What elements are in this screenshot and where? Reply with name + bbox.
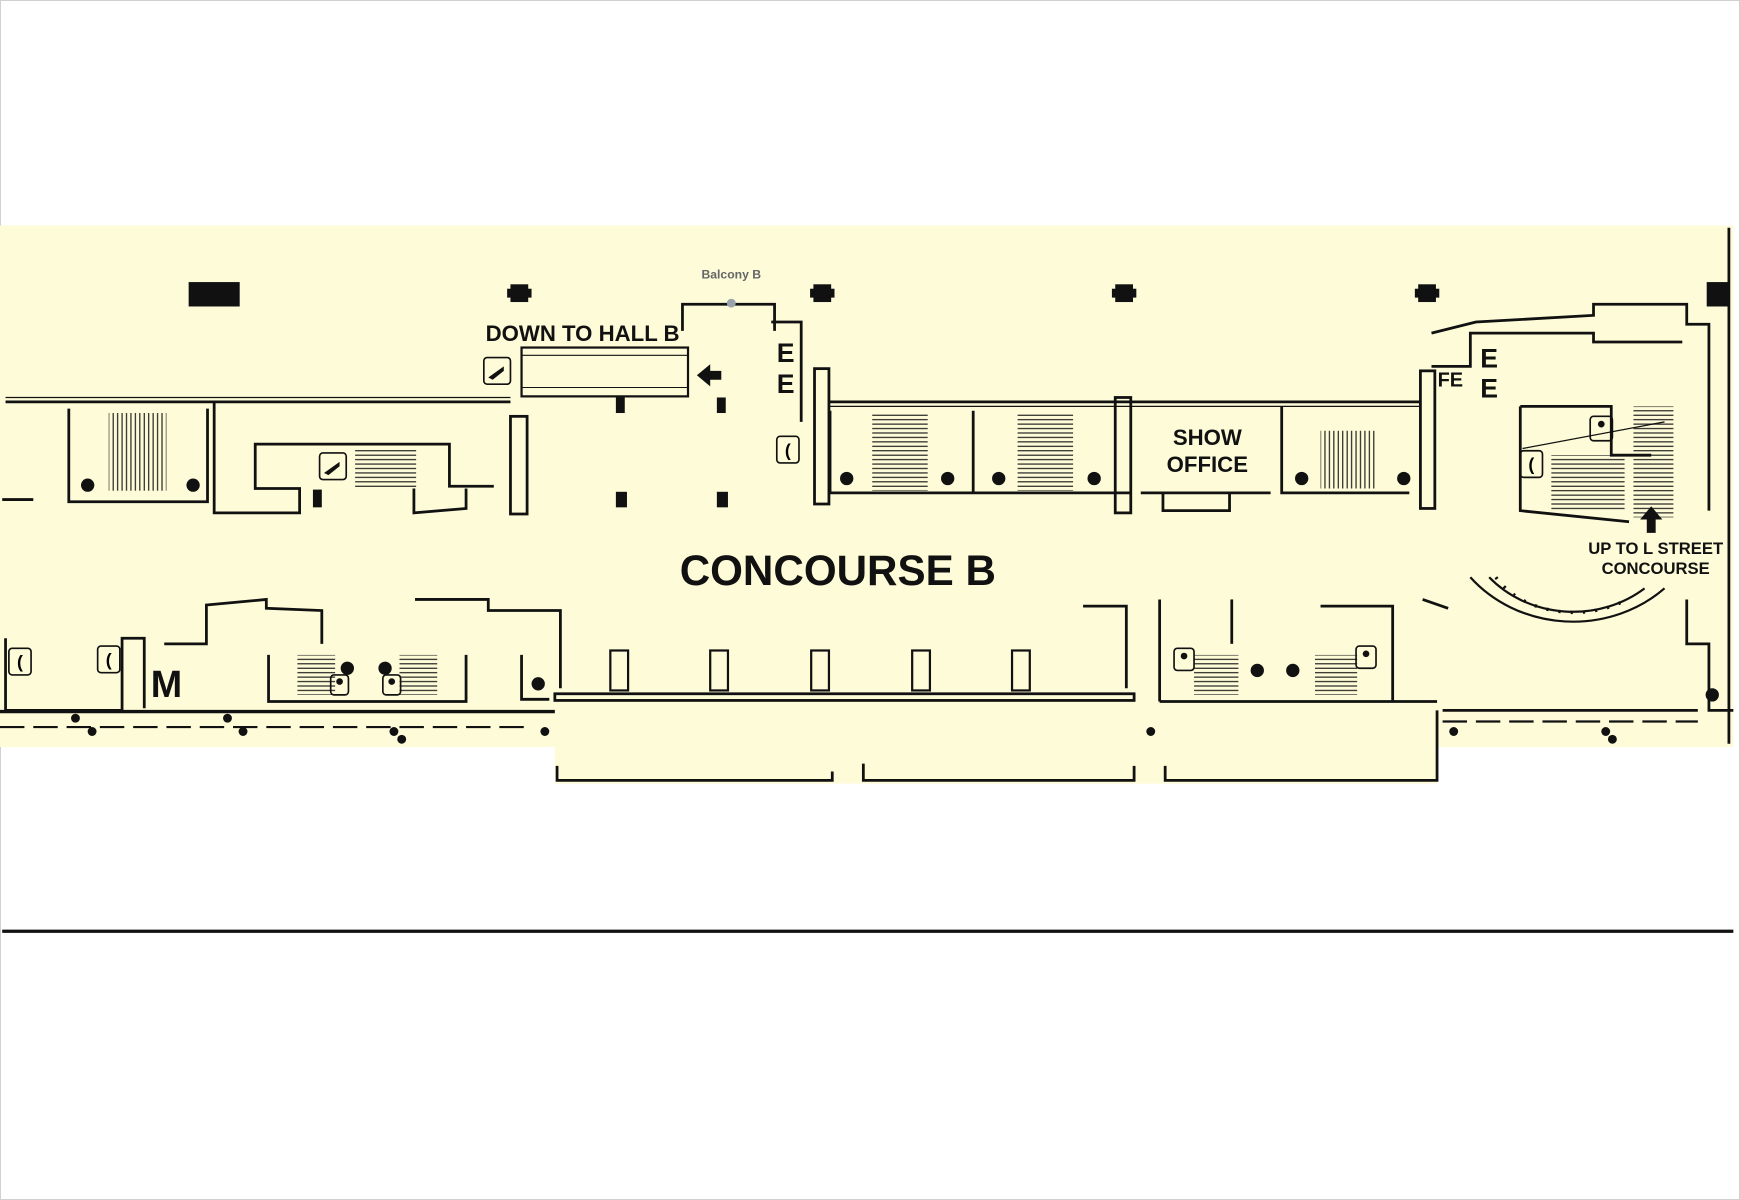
elevator-label: E [777,338,795,368]
restroom-icon [340,661,354,675]
up-to-l-street-label-2: CONCOURSE [1602,559,1710,578]
column-icon [810,284,835,303]
restroom-icon [1286,663,1300,678]
restroom-icon [1087,471,1101,486]
concourse-floor [0,225,1734,748]
lower-hall-floor [554,688,1438,784]
restroom-icon [1250,663,1264,678]
down-to-hall-label: DOWN TO HALL B [486,321,680,346]
restroom-icon [531,677,545,691]
restroom-icon [81,478,95,492]
restroom-icon [378,661,392,675]
meeting-room-label: M [151,663,182,705]
escalator-icon [482,356,512,385]
arrow-up-icon [1640,506,1663,533]
escalator-icons [318,356,1614,696]
stairs-icon [1589,415,1614,442]
restroom-icon [1397,471,1411,486]
stairs-icon [1355,645,1377,670]
svg-text:(: ( [17,652,23,672]
svg-text:(: ( [785,440,791,460]
column-icon [507,284,532,303]
restroom-icon [992,471,1006,486]
fire-extinguisher-label: FE [1438,369,1464,391]
restroom-icon [186,478,200,492]
stairs-icon [329,674,350,696]
column-icon [1414,284,1440,303]
restroom-icons [81,471,1719,702]
elevator-label: E [777,369,795,399]
phone-icon: ( [8,647,32,676]
lower-walls [0,576,1734,782]
balcony-marker[interactable] [726,298,736,308]
upper-walls [2,302,1711,524]
escalator-icon [318,452,348,481]
balcony-label: Balcony B [701,268,761,282]
elevator-label: E [1480,344,1498,374]
phone-icon: ( [96,645,121,674]
column-icon [1111,284,1137,303]
restroom-icon [840,471,854,486]
stairs-icon [382,674,402,696]
phone-icon: ( [1519,449,1544,479]
restroom-icon [941,471,955,486]
columns [188,282,1729,508]
elevator-label: E [1480,373,1498,403]
svg-text:(: ( [1528,455,1534,475]
show-office-label-2: OFFICE [1167,452,1248,477]
show-office-label-1: SHOW [1173,425,1242,450]
stairs-icon [1173,647,1195,672]
svg-text:(: ( [106,650,112,670]
restroom-icon [1705,688,1719,702]
up-to-l-street-label-1: UP TO L STREET [1588,539,1723,558]
phone-icons: ( ( ( ( [8,435,1544,676]
phone-icon: ( [775,435,800,464]
arrow-left-icon [696,364,722,387]
stairs-escalators [108,346,1674,695]
restroom-icon [1295,471,1309,486]
concourse-title: CONCOURSE B [680,547,996,594]
